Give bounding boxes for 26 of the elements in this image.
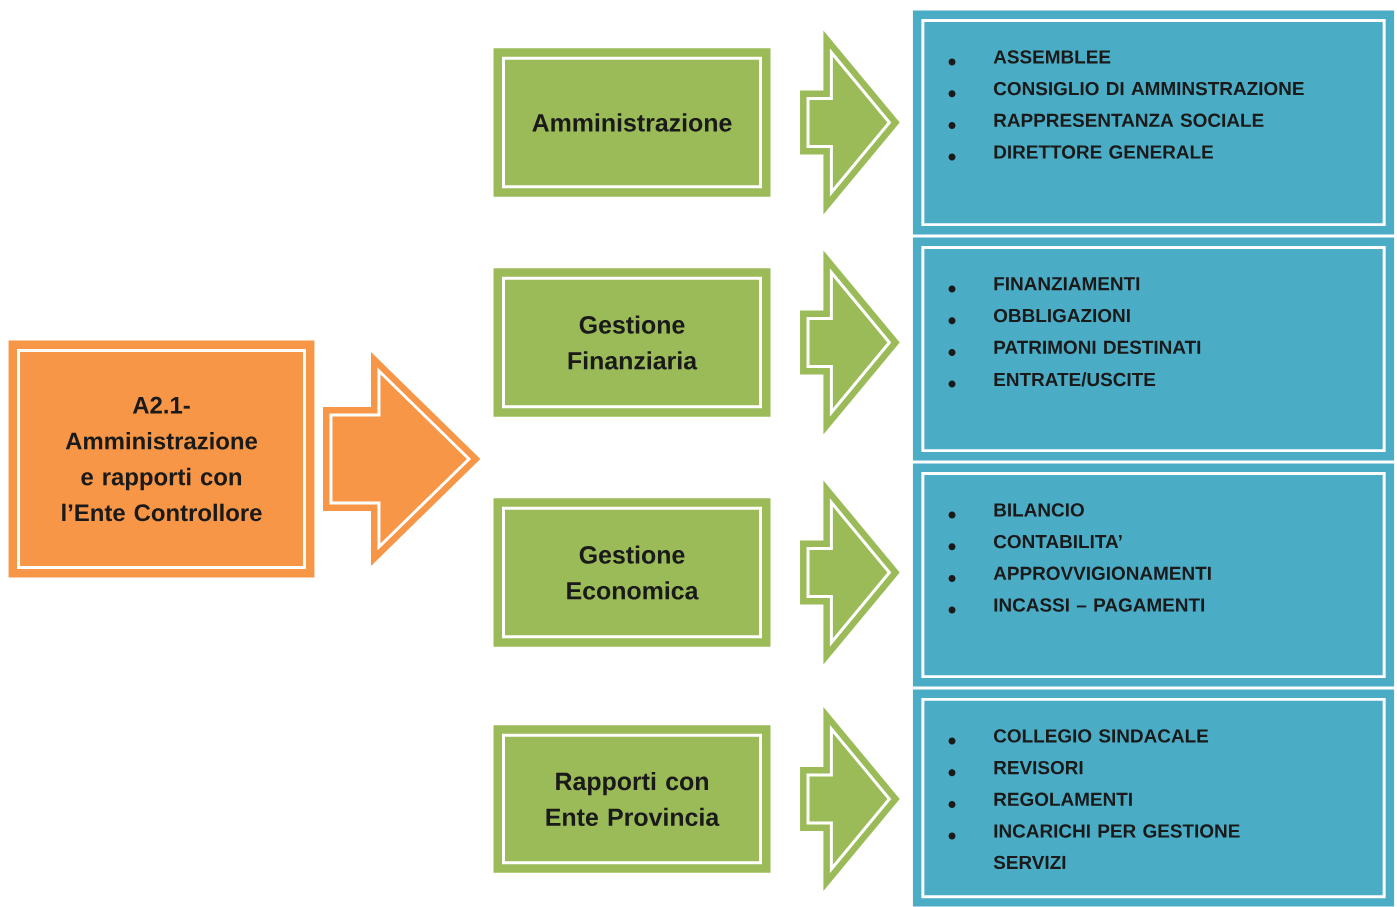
list-item: REVISORI	[994, 760, 1083, 775]
block-arrow	[800, 706, 900, 892]
list-item: DIRETTORE GENERALE	[994, 145, 1213, 159]
process-box: Rapporti con Ente Provincia	[493, 725, 771, 873]
list-item: CONTABILITA’	[994, 534, 1122, 549]
list-item: RAPPRESENTANZA SOCIALE	[994, 113, 1264, 127]
process-box: Gestione Finanziaria	[493, 268, 771, 417]
list-item: ENTRATE/USCITE	[994, 372, 1156, 387]
list-item: INCARICHI PER GESTIONE SERVIZI	[993, 824, 1240, 870]
list-item: REGOLAMENTI	[994, 792, 1132, 806]
list-item: OBBLIGAZIONI	[994, 308, 1130, 323]
process-box: Amministrazione	[493, 48, 771, 197]
list-item: ASSEMBLEE	[993, 50, 1111, 64]
list-item: INCASSI – PAGAMENTI	[994, 598, 1205, 612]
block-arrow	[800, 250, 900, 435]
list-item: PATRIMONI DESTINATI	[994, 340, 1201, 354]
list-item: CONSIGLIO DI AMMINSTRAZIONE	[994, 81, 1304, 96]
block-arrow	[800, 30, 900, 215]
block-arrow	[800, 480, 900, 665]
block-arrow	[323, 352, 481, 566]
process-box: Gestione Economica	[493, 498, 771, 647]
list-item: APPROVVIGIONAMENTI	[993, 566, 1211, 580]
title-box: A2.1- Amministrazione e rapporti con l’Ente Controllore	[8, 340, 315, 578]
list-item: FINANZIAMENTI	[994, 277, 1140, 291]
list-item: BILANCIO	[994, 503, 1084, 517]
list-item: COLLEGIO SINDACALE	[994, 729, 1209, 743]
